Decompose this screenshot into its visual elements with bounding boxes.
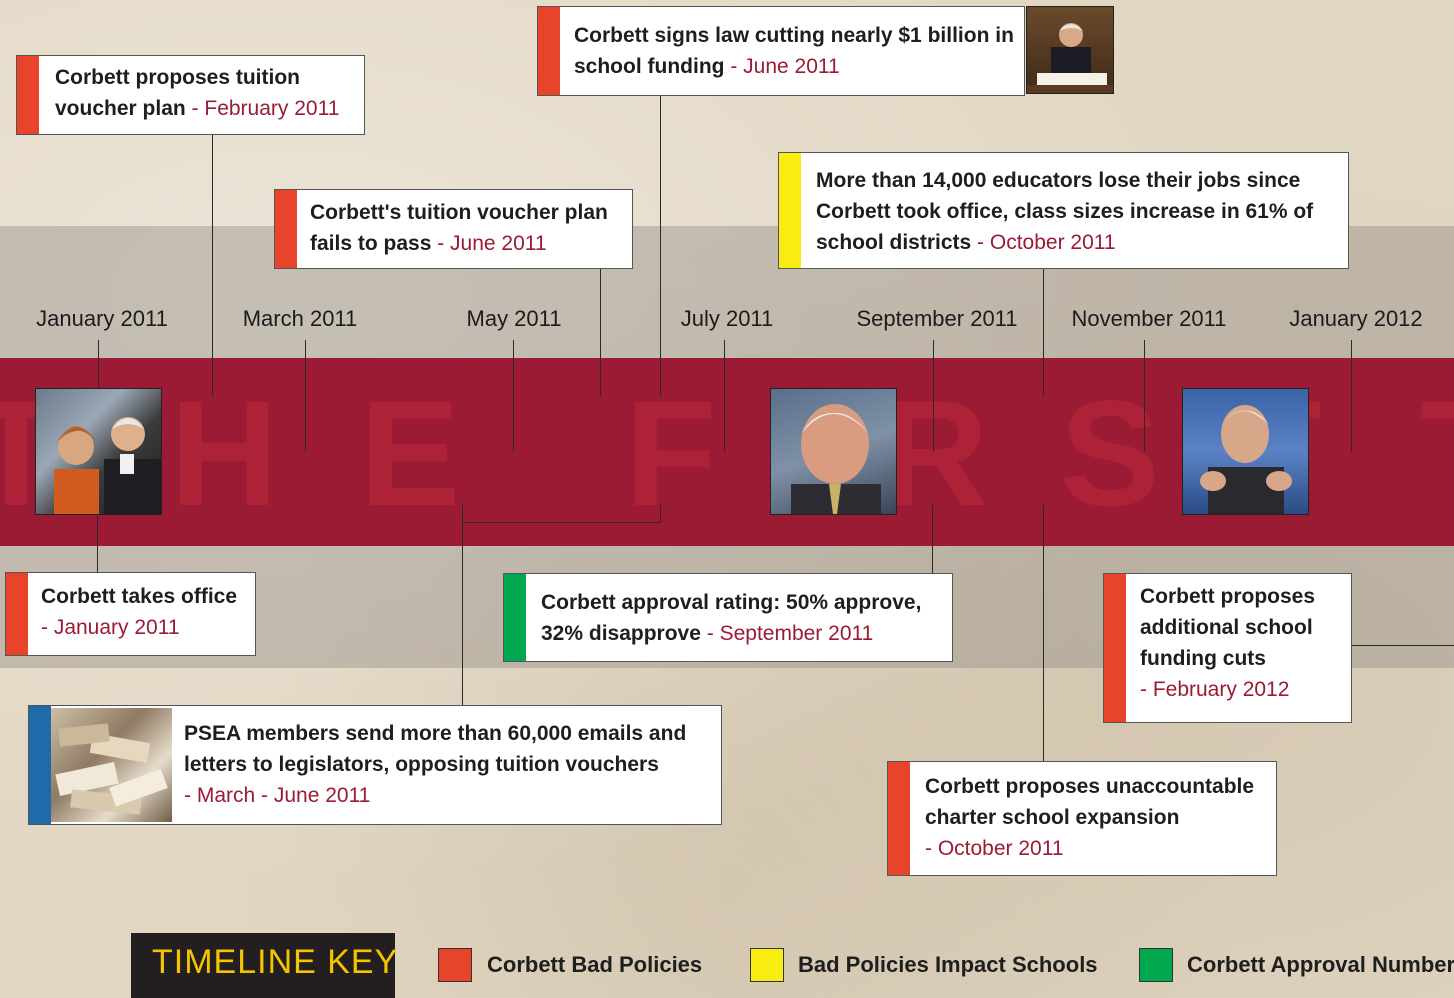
category-bar-members bbox=[29, 706, 51, 824]
tick-mark bbox=[305, 340, 306, 452]
connector-line bbox=[462, 522, 661, 523]
event-text: More than 14,000 educators lose their jo… bbox=[816, 165, 1346, 258]
event-voucher-plan: Corbett proposes tuition voucher plan - … bbox=[16, 55, 365, 135]
event-psea-members: PSEA members send more than 60,000 email… bbox=[28, 705, 722, 825]
tick-label-jan-2012: January 2012 bbox=[1289, 306, 1423, 331]
event-charter-expansion: Corbett proposes unaccountable charter s… bbox=[887, 761, 1277, 876]
connector-line bbox=[1351, 645, 1454, 646]
event-educators-lose-jobs: More than 14,000 educators lose their jo… bbox=[778, 152, 1349, 269]
event-text: Corbett signs law cutting nearly $1 bill… bbox=[574, 20, 1014, 82]
event-voucher-fails: Corbett's tuition voucher plan fails to … bbox=[274, 189, 633, 269]
event-title: More than 14,000 educators lose their jo… bbox=[816, 169, 1314, 254]
event-text: Corbett approval rating: 50% approve, 32… bbox=[541, 587, 949, 649]
category-bar-bad-policy bbox=[275, 190, 297, 268]
tick-label-jul-2011: July 2011 bbox=[680, 306, 774, 331]
key-label-bad-policies: Corbett Bad Policies bbox=[487, 952, 703, 977]
tick-label-sep-2011: September 2011 bbox=[856, 306, 1018, 331]
connector-line bbox=[462, 505, 463, 705]
tick-mark bbox=[724, 340, 725, 452]
watermark-letter: S bbox=[1060, 369, 1161, 537]
tick-label-may-2011: May 2011 bbox=[466, 306, 562, 331]
photo-signing-law bbox=[1026, 6, 1114, 94]
tick-label-mar-2011: March 2011 bbox=[242, 306, 358, 331]
event-date: - February 2012 bbox=[1140, 678, 1290, 701]
timeline-key-title: TIMELINE KEY bbox=[152, 943, 399, 981]
event-text: Corbett proposes unaccountable charter s… bbox=[925, 771, 1275, 864]
event-approval-rating: Corbett approval rating: 50% approve, 32… bbox=[503, 573, 953, 662]
key-swatch-impact-schools bbox=[750, 948, 784, 982]
connector-line bbox=[660, 505, 661, 523]
event-text: Corbett proposes additional school fundi… bbox=[1140, 581, 1340, 705]
connector-line bbox=[1043, 505, 1044, 761]
event-text: PSEA members send more than 60,000 email… bbox=[184, 718, 719, 811]
photo-corbett-portrait bbox=[770, 388, 897, 515]
category-bar-bad-policy bbox=[6, 573, 28, 655]
event-title: Corbett's tuition voucher plan fails to … bbox=[310, 201, 608, 255]
watermark-letter: T bbox=[1420, 378, 1454, 528]
connector-line bbox=[97, 514, 98, 572]
category-bar-bad-policy bbox=[888, 762, 910, 875]
event-title: Corbett takes office bbox=[41, 585, 238, 608]
event-date: - June 2011 bbox=[437, 232, 547, 255]
category-bar-bad-policy bbox=[1104, 574, 1126, 722]
event-date: - January 2011 bbox=[41, 616, 180, 639]
timeline-key-box bbox=[131, 933, 395, 998]
connector-line bbox=[600, 268, 601, 396]
key-label-impact-schools: Bad Policies Impact Schools bbox=[798, 952, 1098, 977]
tick-mark bbox=[933, 340, 934, 452]
event-title: PSEA members send more than 60,000 email… bbox=[184, 722, 687, 776]
tick-mark bbox=[1351, 340, 1352, 452]
event-signs-law: Corbett signs law cutting nearly $1 bill… bbox=[537, 6, 1025, 96]
event-title: Corbett proposes unaccountable charter s… bbox=[925, 775, 1255, 829]
watermark-letter: R bbox=[880, 369, 989, 537]
tick-mark bbox=[98, 340, 99, 390]
connector-line bbox=[660, 95, 661, 396]
event-takes-office: Corbett takes office - January 2011 bbox=[5, 572, 256, 656]
event-title: Corbett proposes tuition voucher plan bbox=[55, 66, 300, 120]
event-text: Corbett takes office - January 2011 bbox=[41, 581, 253, 643]
event-funding-cuts-2012: Corbett proposes additional school fundi… bbox=[1103, 573, 1352, 723]
event-title: Corbett approval rating: 50% approve, 32… bbox=[541, 591, 922, 645]
watermark-letter: H bbox=[170, 369, 279, 537]
watermark-letter: F bbox=[625, 369, 717, 537]
tick-mark bbox=[1144, 340, 1145, 452]
event-title: Corbett proposes additional school fundi… bbox=[1140, 585, 1316, 670]
photo-letters-pile bbox=[51, 708, 172, 822]
tick-label-nov-2011: November 2011 bbox=[1071, 306, 1227, 331]
event-date: - October 2011 bbox=[977, 231, 1116, 254]
tick-mark bbox=[513, 340, 514, 452]
event-title: Corbett signs law cutting nearly $1 bill… bbox=[574, 24, 1014, 78]
event-text: Corbett proposes tuition voucher plan - … bbox=[55, 62, 360, 124]
event-date: - June 2011 bbox=[730, 55, 840, 78]
event-text: Corbett's tuition voucher plan fails to … bbox=[310, 197, 628, 259]
connector-line bbox=[932, 505, 933, 574]
event-date: - September 2011 bbox=[706, 622, 874, 645]
connector-line bbox=[212, 134, 213, 396]
photo-corbett-speaking bbox=[1182, 388, 1309, 515]
tick-label-jan-2011: January 2011 bbox=[36, 306, 168, 331]
category-bar-approval bbox=[504, 574, 526, 661]
connector-line bbox=[1043, 268, 1044, 396]
key-swatch-bad-policies bbox=[438, 948, 472, 982]
event-date: - October 2011 bbox=[925, 837, 1064, 860]
event-date: - February 2011 bbox=[191, 97, 340, 120]
category-bar-impact bbox=[779, 153, 801, 268]
key-label-approval: Corbett Approval Number bbox=[1187, 952, 1454, 977]
category-bar-bad-policy bbox=[17, 56, 39, 134]
photo-corbett-waving bbox=[35, 388, 162, 515]
event-date: - March - June 2011 bbox=[184, 784, 371, 807]
watermark-letter: E bbox=[360, 369, 461, 537]
key-swatch-approval bbox=[1139, 948, 1173, 982]
category-bar-bad-policy bbox=[538, 7, 560, 95]
